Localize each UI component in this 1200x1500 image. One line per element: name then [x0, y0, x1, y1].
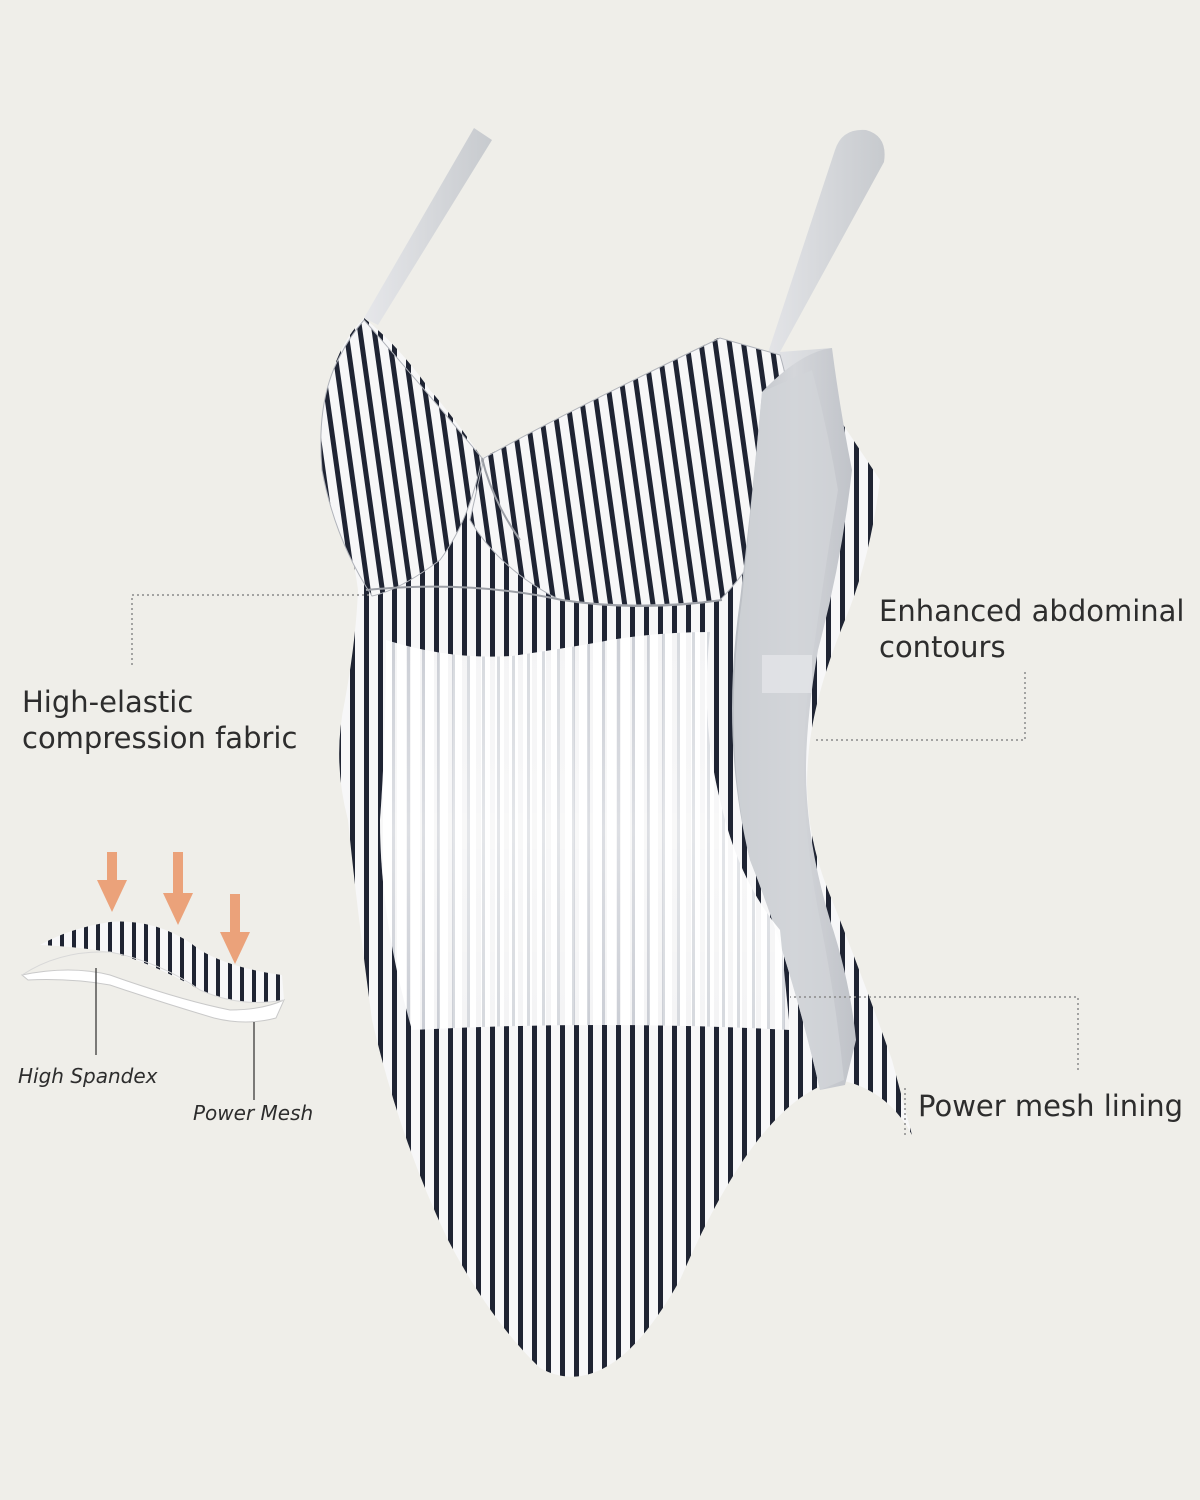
left-cup	[320, 319, 483, 597]
right-strap	[755, 129, 885, 393]
leader-compression	[131, 594, 372, 665]
abdominal-contours-label: Enhanced abdominal contours	[879, 593, 1185, 665]
down-arrow-icon	[97, 852, 127, 912]
left-strap	[364, 128, 492, 325]
high-spandex-label: High Spandex	[18, 1064, 158, 1088]
right-cup	[469, 337, 791, 606]
down-arrow-icon	[220, 894, 250, 964]
leader-lines	[131, 594, 1079, 1135]
cup-center-seam	[481, 457, 521, 541]
power-mesh-layer	[20, 969, 285, 1023]
down-arrow-icon	[163, 852, 193, 925]
abdominal-line-2: contours	[879, 630, 1006, 664]
leader-mesh	[790, 996, 1079, 1070]
compression-line-2: compression fabric	[22, 721, 298, 755]
leader-abdominal	[815, 672, 1026, 741]
inner-mesh-sheen	[380, 632, 790, 1030]
high-spandex-layer	[40, 921, 284, 1003]
layer-edge	[21, 951, 285, 1003]
layer-diagram	[20, 852, 285, 1100]
mesh-lining-label: Power mesh lining	[918, 1089, 1184, 1123]
mesh-panel-lighter	[733, 370, 844, 1090]
compression-fabric-label: High-elastic compression fabric	[22, 684, 297, 756]
compression-line-1: High-elastic	[22, 685, 194, 719]
abdominal-line-1: Enhanced abdominal	[879, 594, 1185, 628]
power-mesh-label: Power Mesh	[193, 1101, 314, 1125]
cup-seam	[365, 585, 723, 607]
mesh-label-patch	[762, 655, 812, 693]
